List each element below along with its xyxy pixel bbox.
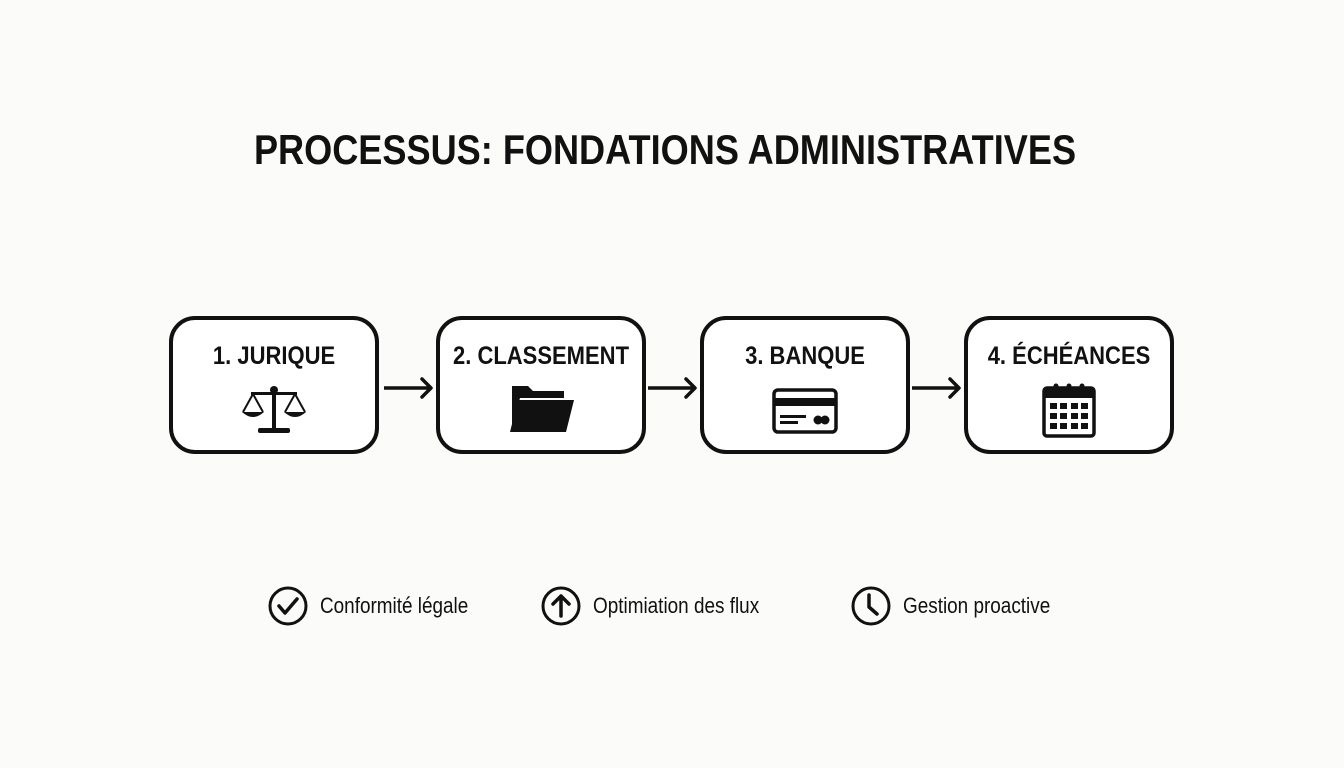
arrow-right-icon (384, 377, 433, 399)
calendar-icon (1042, 383, 1096, 438)
step-classement: 2. CLASSEMENT (436, 316, 646, 454)
legend-label: Conformité légale (320, 593, 469, 618)
scales-icon (242, 386, 306, 433)
step-juridique: 1. JURIQUE (169, 316, 379, 454)
step-label: 2. CLASSEMENT (452, 342, 630, 370)
clock-icon (851, 586, 891, 626)
legend-item-optimisation: Optimiation des flux (541, 586, 786, 626)
credit-card-icon (772, 388, 838, 434)
arrow-up-circle-icon (541, 586, 581, 626)
step-banque: 3. BANQUE (700, 316, 910, 454)
check-circle-icon (268, 586, 308, 626)
arrow-right-icon (912, 377, 961, 399)
step-label: 4. ÉCHÉANCES (987, 342, 1151, 370)
legend-label: Gestion proactive (903, 593, 1051, 618)
step-label: 3. BANQUE (745, 342, 865, 370)
legend-item-gestion: Gestion proactive (851, 586, 1074, 626)
legend-label: Optimiation des flux (593, 593, 760, 618)
legend-item-conformite: Conformité légale (268, 586, 492, 626)
step-echeances: 4. ÉCHÉANCES (964, 316, 1174, 454)
arrow-right-icon (648, 377, 697, 399)
step-label: 1. JURIQUE (212, 342, 336, 370)
folder-icon (510, 386, 574, 432)
page-title: PROCESSUS: FONDATIONS ADMINISTRATIVES (253, 126, 1077, 173)
